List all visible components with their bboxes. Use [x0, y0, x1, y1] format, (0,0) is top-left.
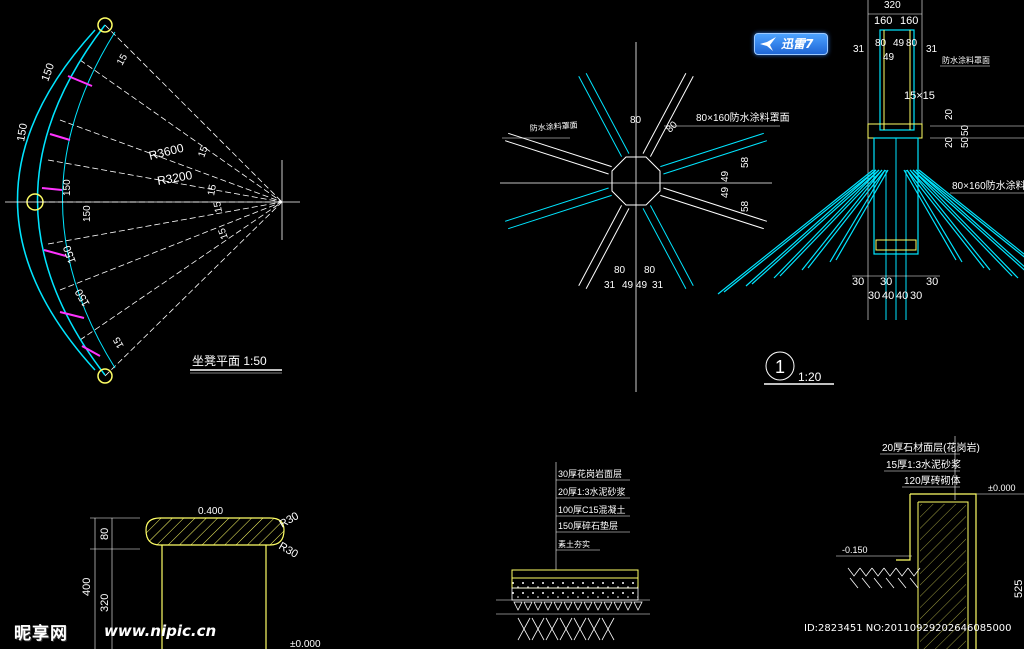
- pd-dim-31b: 31: [926, 44, 938, 55]
- star-dim-r2: 49: [720, 170, 731, 182]
- pd-dim-80b: 80: [906, 38, 918, 49]
- sb-layer-4: 150厚碎石垫层: [558, 520, 618, 531]
- pd-dim-50a: 50: [960, 124, 971, 136]
- dim-15-d: 15: [212, 200, 225, 213]
- pd-dim-b2: 30: [868, 290, 880, 302]
- end-circle-bottom: [97, 368, 113, 384]
- inner-arc: [16, 29, 96, 371]
- pd-dim-b6: 30: [926, 276, 938, 288]
- bird-icon: [760, 37, 776, 51]
- pd-dim-b1: 30: [852, 276, 864, 288]
- sc-elev-top: ±0.000: [988, 483, 1015, 493]
- star-dim-r4: 58: [740, 200, 751, 212]
- wall-section: 20厚石材面层(花岗岩) 15厚1:3水泥砂浆 120厚砖砌体 ±0.000 -…: [836, 436, 1024, 649]
- seat-top: [145, 517, 285, 546]
- detail-scale: 1:20: [798, 370, 822, 384]
- watermark-id: ID:2823451 NO:20110929202646085000: [804, 623, 1012, 634]
- pd-dim-top: 320: [884, 0, 901, 11]
- sa-elev: 0.400: [198, 506, 223, 517]
- sc-layer-3: 120厚砖砌体: [904, 474, 961, 487]
- star-dim-r3: 49: [720, 186, 731, 198]
- pd-dim-80a: 80: [875, 38, 887, 49]
- star-dim-b4: 49: [622, 280, 634, 291]
- pd-dim-160a: 160: [874, 15, 892, 27]
- sb-layer-1: 30厚花岗岩面层: [558, 468, 622, 479]
- pd-dim-49b: 49: [883, 52, 895, 63]
- sa-base: ±0.000: [290, 639, 321, 649]
- dim-150-c: 150: [62, 179, 73, 196]
- pd-dim-20b: 20: [944, 136, 955, 148]
- sa-r1: R30: [278, 510, 301, 530]
- outer-arc: [36, 24, 106, 376]
- watermark-url: www.nipic.cn: [104, 622, 217, 640]
- pd-dim-31a: 31: [853, 44, 865, 55]
- star-dim-top2: 80: [664, 119, 680, 135]
- dim-150-f: 150: [73, 287, 93, 309]
- pd-dim-160b: 160: [900, 15, 918, 27]
- sc-layer-2: 15厚1:3水泥砂浆: [886, 458, 961, 471]
- sa-dim-80: 80: [99, 528, 111, 540]
- sb-layer-3: 100厚C15混凝土: [558, 504, 626, 515]
- sa-dim-320: 320: [99, 594, 111, 612]
- sa-dim-400: 400: [81, 578, 93, 596]
- pd-label-tr: 防水涂料罩面: [942, 55, 990, 65]
- star-dim-b2: 80: [644, 265, 656, 276]
- sc-dim-side: 525: [1013, 580, 1024, 598]
- dim-150-d: 150: [82, 205, 93, 222]
- star-detail: 防水涂料罩面 80×160防水涂料罩面 80 80 58 49 49 58 80…: [500, 42, 790, 392]
- star-dim-b3: 31: [604, 280, 616, 291]
- pd-label-15: 15×15: [904, 90, 935, 102]
- detail-scale-num: 1: [775, 357, 785, 377]
- pd-dim-49: 49: [893, 38, 905, 49]
- plan-title: 坐凳平面 1:50: [192, 353, 267, 368]
- dim-150-b: 150: [15, 122, 30, 142]
- watermark-logo: 昵享网: [14, 624, 68, 644]
- dim-150-e: 150: [61, 244, 79, 265]
- xunlei-float-button[interactable]: 迅雷7: [754, 33, 828, 55]
- sa-r2: R30: [277, 540, 300, 560]
- pd-dim-20a: 20: [944, 108, 955, 120]
- star-dim-r1: 58: [740, 156, 751, 168]
- sb-layer-5: 素土夯实: [558, 539, 590, 549]
- r-inner-label: R3200: [156, 168, 194, 188]
- pd-dim-50b: 50: [960, 136, 971, 148]
- star-label-left: 防水涂料罩面: [529, 120, 578, 133]
- dim-15-f: 15: [111, 334, 126, 350]
- sb-layer-2: 20厚1:3水泥砂浆: [558, 486, 626, 497]
- center-octagon: [611, 156, 661, 206]
- star-dim-b1: 80: [614, 265, 626, 276]
- pd-dim-b7: 30: [910, 290, 922, 302]
- sc-layer-1: 20厚石材面层(花岗岩): [882, 441, 980, 454]
- paving-section: 30厚花岗岩面层 20厚1:3水泥砂浆 100厚C15混凝土 150厚碎石垫层 …: [496, 462, 650, 641]
- dim-15-b: 15: [196, 144, 210, 159]
- pd-dim-b3: 30: [880, 276, 892, 288]
- xunlei-label: 迅雷7: [781, 37, 814, 51]
- dim-15-c: 15: [206, 183, 219, 196]
- dim-15-e: 15: [217, 226, 231, 241]
- pd-dim-b4: 40: [882, 290, 894, 302]
- pd-label-80160: 80×160防水涂料罩面: [952, 179, 1024, 192]
- post-detail: 320 160 160 31 80 49 80 31 49 防水涂料罩面 15×…: [717, 0, 1024, 385]
- pd-dim-b5: 40: [896, 290, 908, 302]
- star-label-right: 80×160防水涂料罩面: [696, 111, 790, 124]
- dim-150-a: 150: [40, 62, 58, 83]
- star-dim-top: 80: [630, 115, 642, 126]
- star-dim-b6: 31: [652, 280, 664, 291]
- star-dim-b5: 49: [636, 280, 648, 291]
- detail-scale-circle: [765, 351, 795, 381]
- bench-plan: R3600 R3200 150 150 150 150 150 150 15 1…: [5, 17, 300, 384]
- dim-15-a: 15: [115, 52, 130, 68]
- end-circle-top: [97, 17, 113, 33]
- sc-elev-low: -0.150: [842, 545, 868, 555]
